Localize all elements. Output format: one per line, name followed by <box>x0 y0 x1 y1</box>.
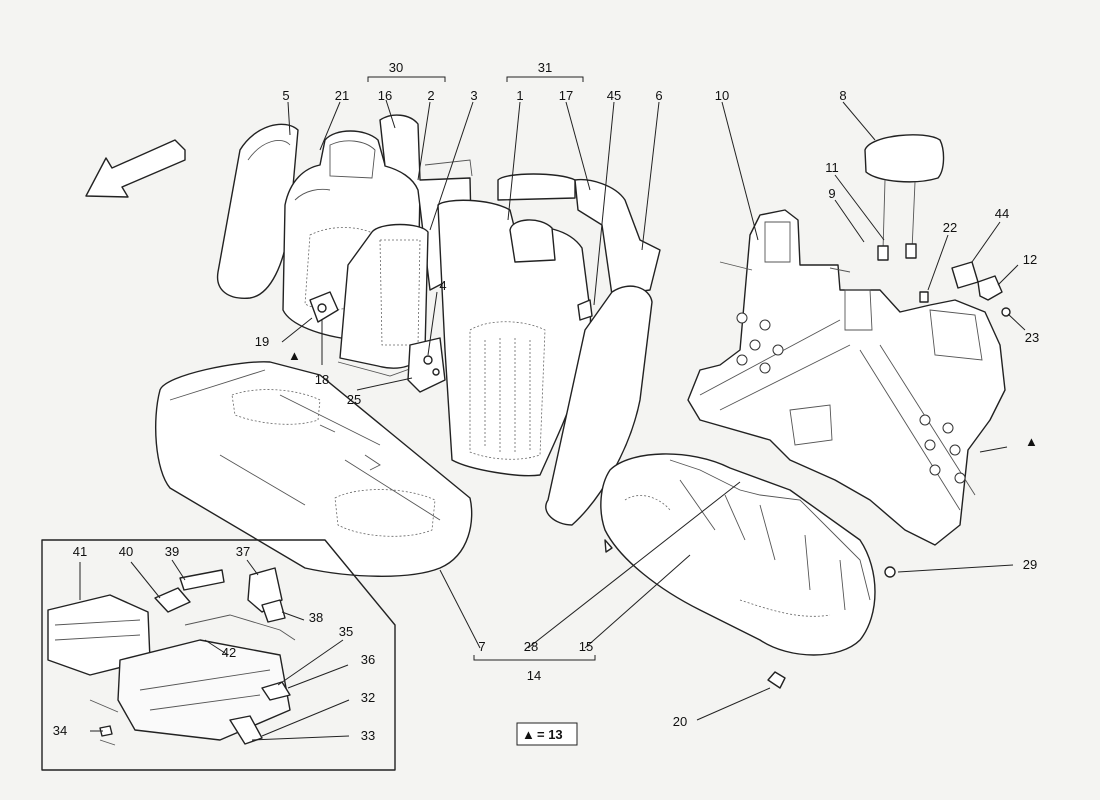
callout-37: 37 <box>236 544 250 559</box>
direction-arrow-icon <box>85 139 186 198</box>
callout-16: 16 <box>378 88 392 103</box>
leader-lines <box>79 99 1026 741</box>
triangle-marker-right: ▲ <box>1025 434 1038 449</box>
callout-4: 4 <box>439 278 446 293</box>
callout-36: 36 <box>361 652 375 667</box>
part-7-seat-cushion <box>154 361 473 577</box>
callout-39: 39 <box>165 544 179 559</box>
callout-labels: 30 31 5 21 16 2 3 1 17 45 6 10 8 11 9 22… <box>53 60 1039 743</box>
callout-5: 5 <box>282 88 289 103</box>
part-8-headrest <box>864 134 945 261</box>
legend-symbol: ▲ <box>522 727 535 742</box>
part-brackets <box>309 291 593 393</box>
callout-41: 41 <box>73 544 87 559</box>
callout-14: 14 <box>527 668 541 683</box>
callout-20: 20 <box>673 714 687 729</box>
callout-40: 40 <box>119 544 133 559</box>
triangle-marker-left: ▲ <box>288 348 301 363</box>
callout-33: 33 <box>361 728 375 743</box>
callout-15: 15 <box>579 639 593 654</box>
part-small-hardware <box>884 261 1011 578</box>
callout-12: 12 <box>1023 252 1037 267</box>
callout-35: 35 <box>339 624 353 639</box>
callout-2: 2 <box>427 88 434 103</box>
callout-44: 44 <box>995 206 1009 221</box>
callout-38: 38 <box>309 610 323 625</box>
callout-3: 3 <box>470 88 477 103</box>
part-10-backrest-frame <box>687 209 1006 546</box>
part-right-backrest <box>437 173 661 526</box>
group-brackets <box>367 76 596 661</box>
callout-34: 34 <box>53 723 67 738</box>
callout-1: 1 <box>516 88 523 103</box>
triangle-markers: ▲ ▲ <box>288 348 1038 449</box>
callout-23: 23 <box>1025 330 1039 345</box>
callout-28: 28 <box>524 639 538 654</box>
callout-42: 42 <box>222 645 236 660</box>
callout-29: 29 <box>1023 557 1037 572</box>
callout-18: 18 <box>315 372 329 387</box>
callout-22: 22 <box>943 220 957 235</box>
callout-6: 6 <box>655 88 662 103</box>
legend-text: = 13 <box>537 727 563 742</box>
callout-45: 45 <box>607 88 621 103</box>
callout-31: 31 <box>538 60 552 75</box>
callout-11: 11 <box>825 160 839 175</box>
part-15-seat-frame <box>600 453 876 689</box>
callout-9: 9 <box>828 186 835 201</box>
callout-7: 7 <box>478 639 485 654</box>
callout-17: 17 <box>559 88 573 103</box>
callout-10: 10 <box>715 88 729 103</box>
legend-box: ▲ = 13 <box>516 722 578 746</box>
callout-30: 30 <box>389 60 403 75</box>
callout-19: 19 <box>255 334 269 349</box>
callout-21: 21 <box>335 88 349 103</box>
callout-32: 32 <box>361 690 375 705</box>
callout-8: 8 <box>839 88 846 103</box>
part-5-side-bolster <box>216 123 299 299</box>
callout-25: 25 <box>347 392 361 407</box>
inset-detail-box <box>41 539 396 771</box>
